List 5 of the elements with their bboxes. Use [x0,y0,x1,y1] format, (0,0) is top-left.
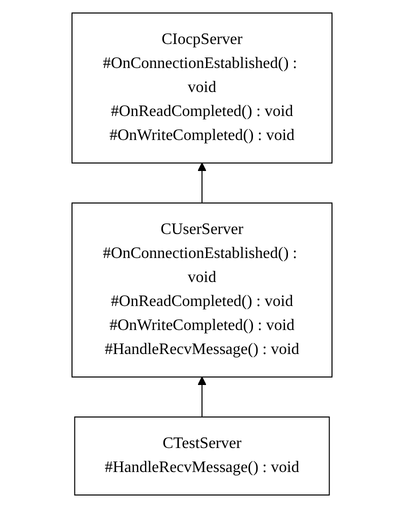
node-box [71,12,332,164]
node-box [71,202,332,378]
arrow [197,162,206,204]
arrow [197,376,206,418]
node-box [74,416,330,496]
